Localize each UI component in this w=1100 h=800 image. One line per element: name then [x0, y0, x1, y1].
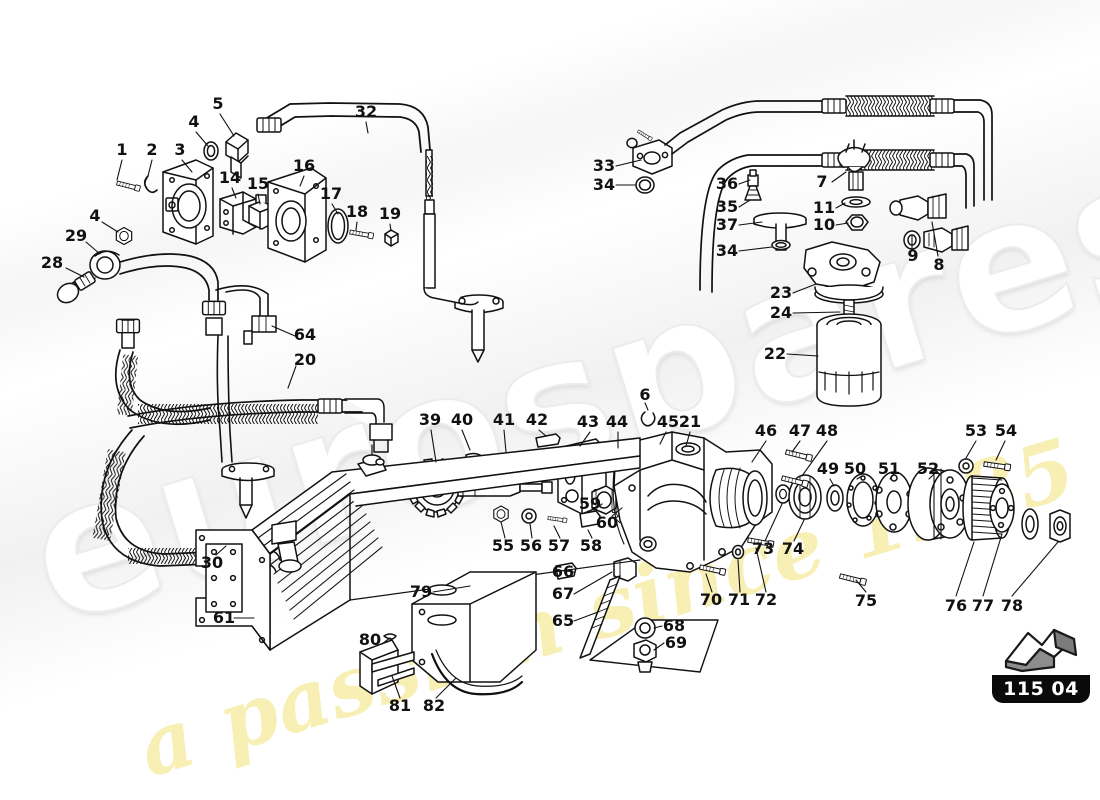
badge-number: 115 04 [992, 675, 1090, 703]
callout-number-52: 52 [916, 459, 940, 478]
callout-number-67: 67 [551, 584, 575, 603]
callout-number-32: 32 [354, 102, 378, 121]
callout-number-6: 6 [639, 385, 651, 404]
callout-number-78: 78 [1000, 596, 1024, 615]
callout-number-7: 7 [816, 172, 828, 191]
callout-number-57: 57 [547, 536, 571, 555]
callout-number-79: 79 [409, 582, 433, 601]
callout-number-45: 45 [656, 412, 680, 431]
arrow-block-icon [1004, 628, 1078, 673]
callout-number-58: 58 [579, 536, 603, 555]
callout-number-42: 42 [525, 410, 549, 429]
callout-number-4: 4 [188, 112, 200, 131]
callout-number-66: 66 [551, 562, 575, 581]
callout-number-34: 34 [715, 241, 739, 260]
callout-number-73: 73 [751, 539, 775, 558]
callout-number-43: 43 [576, 412, 600, 431]
callout-number-59: 59 [578, 494, 602, 513]
callout-number-44: 44 [605, 412, 629, 431]
callout-number-75: 75 [854, 591, 878, 610]
callout-number-47: 47 [788, 421, 812, 440]
callout-number-29: 29 [64, 226, 88, 245]
callout-number-65: 65 [551, 611, 575, 630]
callout-number-21: 21 [678, 412, 702, 431]
callout-number-30: 30 [200, 553, 224, 572]
callout-number-64: 64 [293, 325, 317, 344]
callout-number-14: 14 [218, 168, 242, 187]
callout-number-54: 54 [994, 421, 1018, 440]
callout-number-60: 60 [595, 513, 619, 532]
callout-number-20: 20 [293, 350, 317, 369]
callout-number-72: 72 [754, 590, 778, 609]
callout-number-2: 2 [146, 140, 158, 159]
callout-number-34: 34 [592, 175, 616, 194]
callout-number-51: 51 [877, 459, 901, 478]
callout-number-16: 16 [292, 156, 316, 175]
callout-number-11: 11 [812, 198, 836, 217]
callout-number-4: 4 [89, 206, 101, 225]
callout-number-61: 61 [212, 608, 236, 627]
callout-number-68: 68 [662, 616, 686, 635]
callout-number-24: 24 [769, 303, 793, 322]
callout-number-23: 23 [769, 283, 793, 302]
callout-number-40: 40 [450, 410, 474, 429]
callout-number-18: 18 [345, 202, 369, 221]
callout-number-35: 35 [715, 197, 739, 216]
callout-number-39: 39 [418, 410, 442, 429]
callout-number-36: 36 [715, 174, 739, 193]
callout-number-8: 8 [933, 255, 945, 274]
callout-number-9: 9 [907, 246, 919, 265]
callout-number-71: 71 [727, 590, 751, 609]
callout-number-70: 70 [699, 590, 723, 609]
callout-number-69: 69 [664, 633, 688, 652]
callout-number-41: 41 [492, 410, 516, 429]
page-reference-badge: 115 04 [992, 625, 1090, 703]
callout-number-49: 49 [816, 459, 840, 478]
callout-number-53: 53 [964, 421, 988, 440]
callout-number-10: 10 [812, 215, 836, 234]
callout-number-48: 48 [815, 421, 839, 440]
callout-number-77: 77 [971, 596, 995, 615]
callout-number-5: 5 [212, 94, 224, 113]
callout-number-28: 28 [40, 253, 64, 272]
callout-number-55: 55 [491, 536, 515, 555]
callout-number-82: 82 [422, 696, 446, 715]
badge-icon-area [992, 625, 1090, 675]
callout-number-46: 46 [754, 421, 778, 440]
callout-number-37: 37 [715, 215, 739, 234]
callout-number-76: 76 [944, 596, 968, 615]
callout-number-33: 33 [592, 156, 616, 175]
callout-number-56: 56 [519, 536, 543, 555]
callout-number-80: 80 [358, 630, 382, 649]
callout-number-1: 1 [116, 140, 128, 159]
callout-number-22: 22 [763, 344, 787, 363]
callout-number-17: 17 [319, 184, 343, 203]
callout-number-3: 3 [174, 140, 186, 159]
callout-number-15: 15 [246, 174, 270, 193]
callout-number-19: 19 [378, 204, 402, 223]
callout-number-74: 74 [781, 539, 805, 558]
callout-number-50: 50 [843, 459, 867, 478]
callout-number-81: 81 [388, 696, 412, 715]
